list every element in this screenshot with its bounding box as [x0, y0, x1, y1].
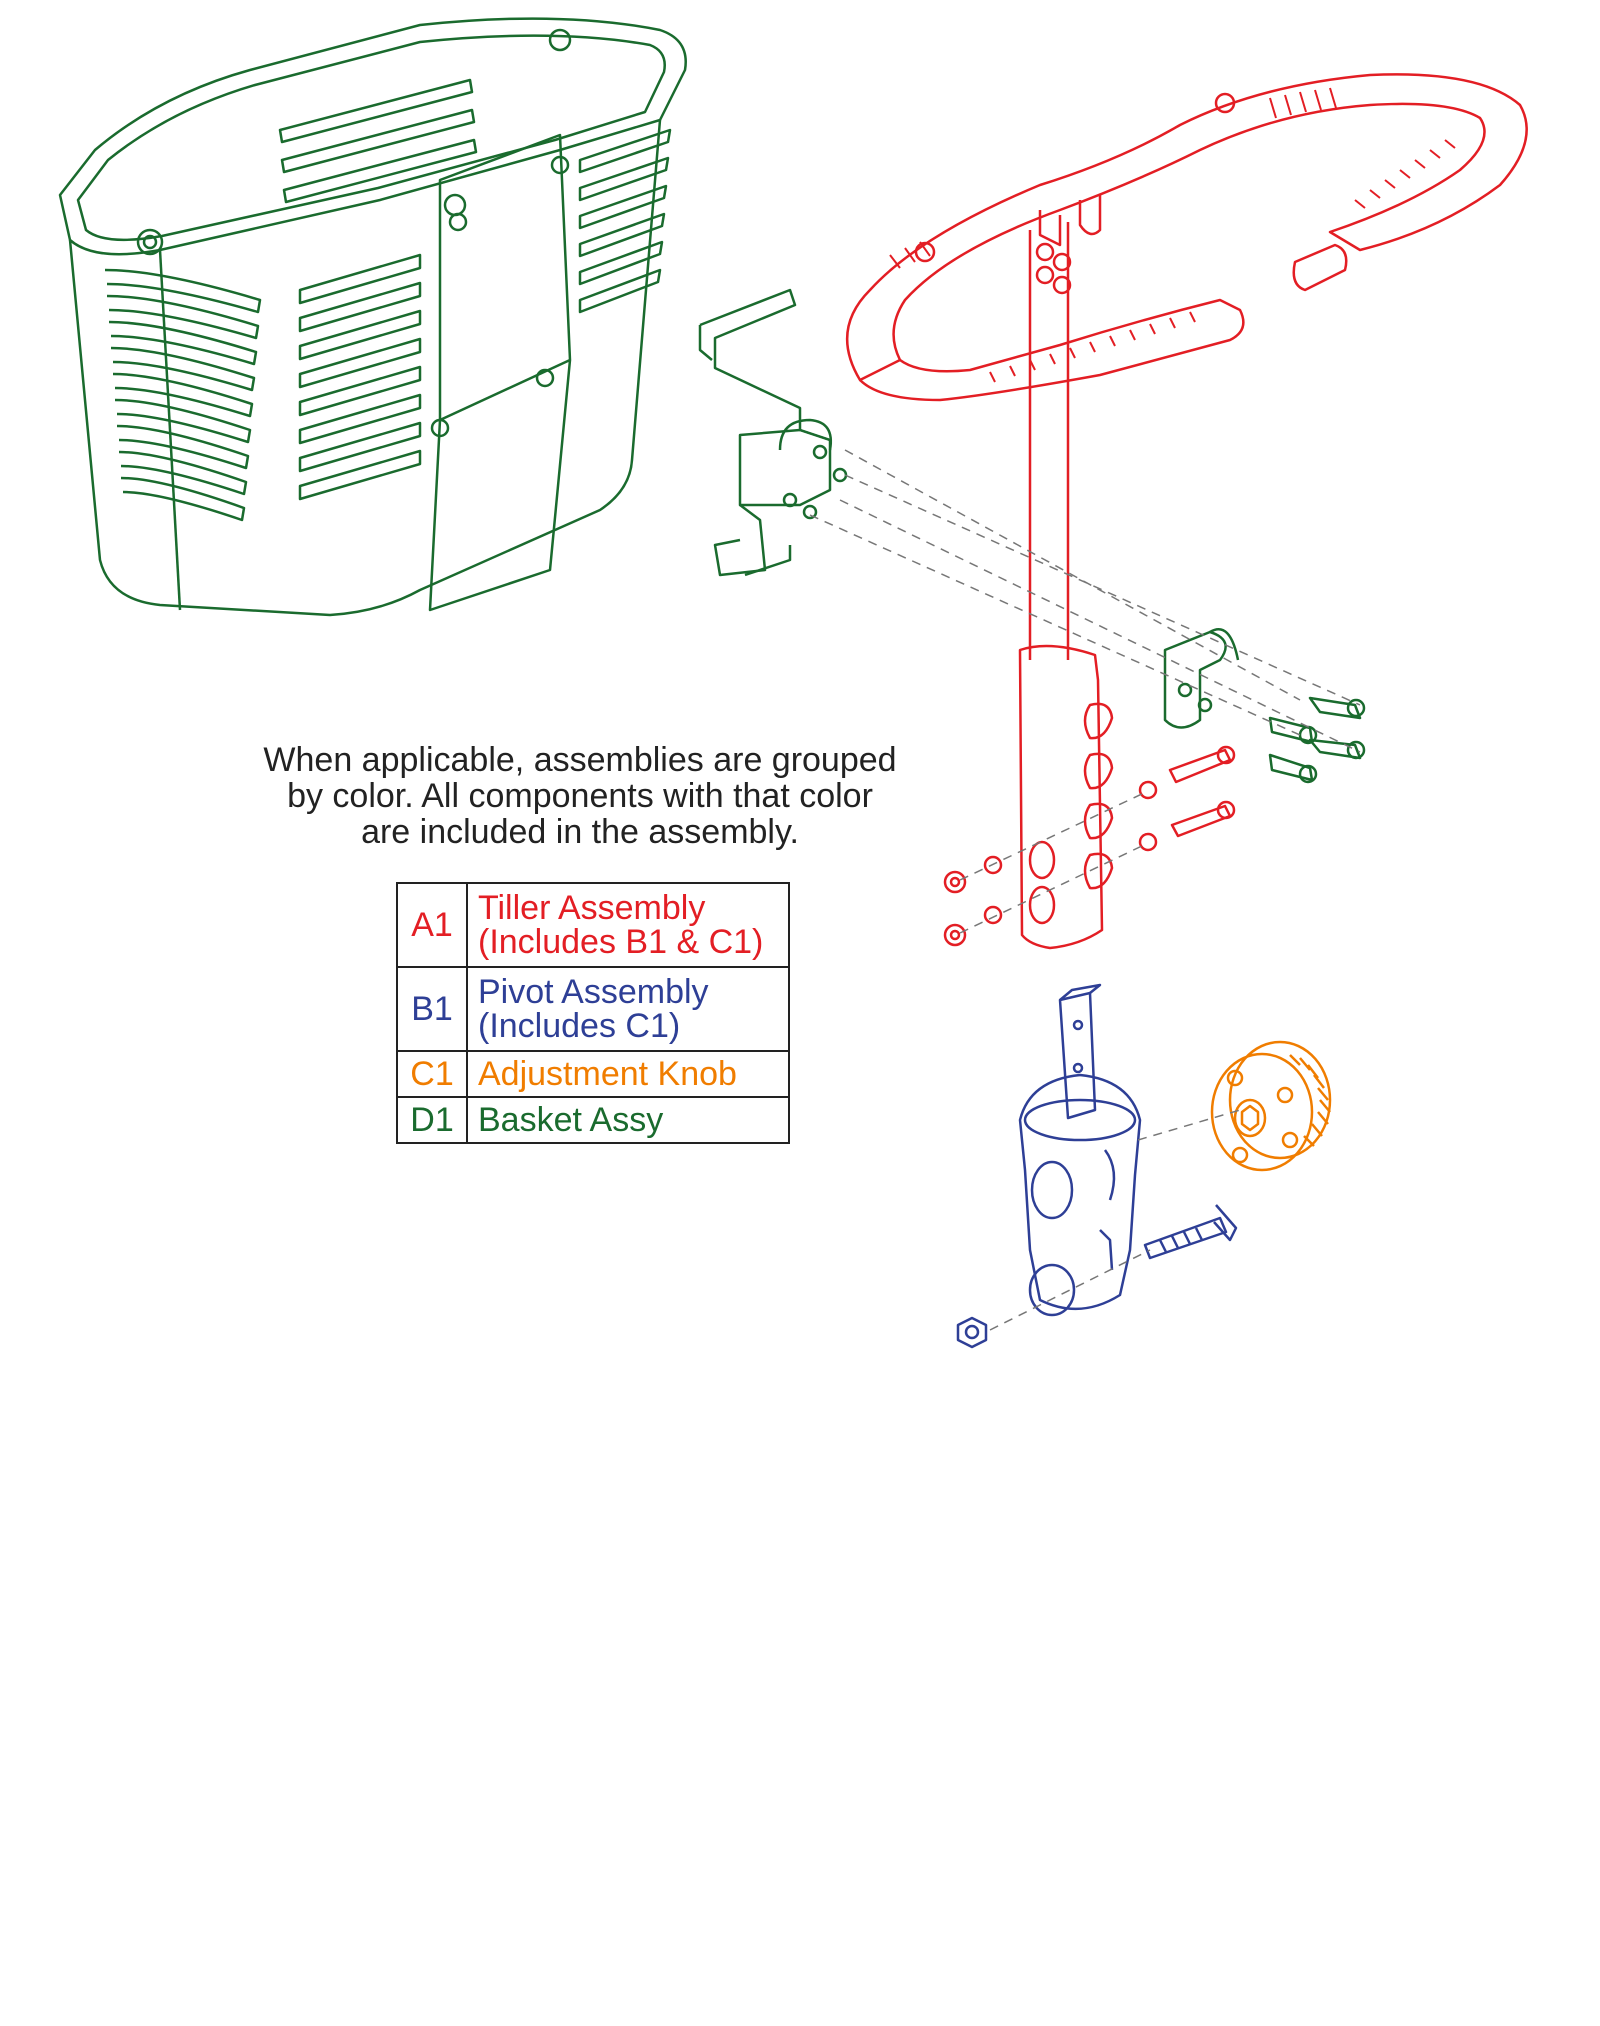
legend-row-b1: B1 Pivot Assembly (Includes C1): [396, 966, 790, 1052]
legend-description: Pivot Assembly (Includes C1): [466, 966, 790, 1052]
legend-description-line: (Includes B1 & C1): [478, 923, 764, 961]
color-grouping-note: When applicable, assemblies are grouped …: [230, 742, 930, 850]
note-line: When applicable, assemblies are grouped: [263, 741, 897, 779]
note-line: are included in the assembly.: [361, 813, 799, 851]
legend-code: C1: [396, 1050, 468, 1098]
legend-code: A1: [396, 882, 468, 968]
legend-row-d1: D1 Basket Assy: [396, 1096, 790, 1144]
legend-description-line: (Includes C1): [478, 1007, 681, 1045]
adjustment-knob: [1210, 1040, 1332, 1172]
tiller-adjustment-holes: [1028, 702, 1114, 925]
basket-front-slats: [104, 268, 262, 522]
legend-description-line: Pivot Assembly: [478, 973, 709, 1011]
legend-row-a1: A1 Tiller Assembly (Includes B1 & C1): [396, 882, 790, 968]
assembly-guide-lines: [809, 449, 1361, 1331]
legend-row-c1: C1 Adjustment Knob: [396, 1050, 790, 1098]
legend-description-line: Tiller Assembly: [478, 889, 706, 927]
legend-description: Basket Assy: [466, 1096, 790, 1144]
assembly-legend-table: A1 Tiller Assembly (Includes B1 & C1) B1…: [396, 882, 790, 1144]
tiller-grip-texture: [889, 87, 1456, 383]
stem-clamp: [1163, 628, 1366, 784]
note-line: by color. All components with that color: [287, 777, 873, 815]
legend-description: Tiller Assembly (Includes B1 & C1): [466, 882, 790, 968]
basket-side-slats: [278, 78, 672, 501]
basket-assembly: [58, 17, 687, 617]
legend-code: D1: [396, 1096, 468, 1144]
basket-mount-bracket: [698, 288, 848, 577]
legend-code: B1: [396, 966, 468, 1052]
tiller-assembly: [845, 73, 1528, 950]
legend-description: Adjustment Knob: [466, 1050, 790, 1098]
pivot-assembly: [956, 983, 1238, 1349]
